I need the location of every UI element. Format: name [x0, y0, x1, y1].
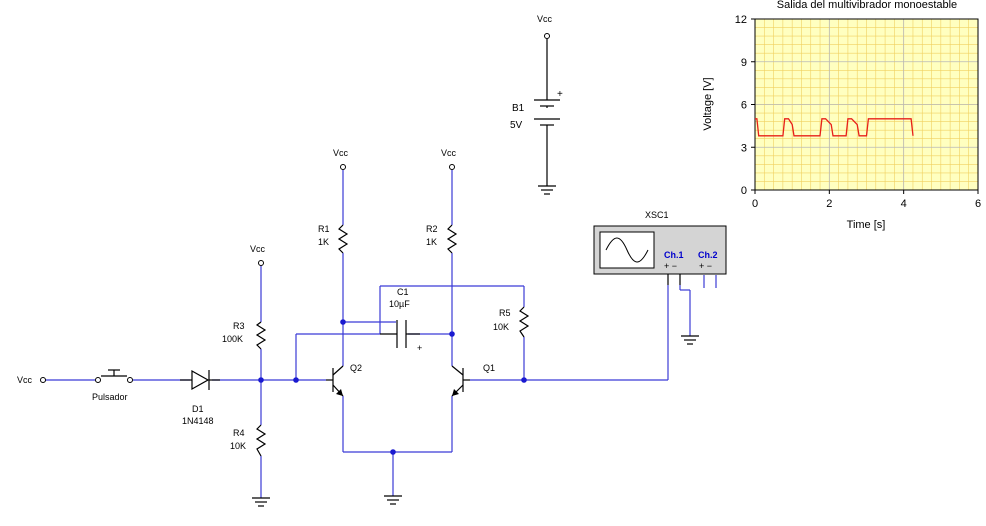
capacitor-c1[interactable]: C1 10µF +	[380, 287, 422, 353]
r4-value: 10K	[230, 441, 246, 451]
x-axis-label: Time [s]	[847, 219, 886, 231]
y-tick-label: 12	[735, 14, 747, 26]
ground-scope	[681, 335, 699, 345]
battery-plus-sign: +	[557, 89, 563, 100]
vcc-label-r1: Vcc	[333, 148, 349, 158]
vcc-r2: Vcc	[441, 148, 457, 170]
oscilloscope-xsc1[interactable]: XSC1 Ch.1 Ch.2 + − + −	[593, 210, 727, 285]
scope-ch1-polarity: + −	[664, 261, 677, 271]
vcc-label-battery: Vcc	[537, 14, 553, 24]
r5-name: R5	[499, 308, 511, 318]
scope-ch2-polarity: + −	[699, 261, 712, 271]
y-tick-label: 9	[741, 57, 747, 69]
junction-nodes	[258, 319, 527, 455]
diode-name: D1	[192, 404, 204, 414]
output-chart: Salida del multivibrador monoestable 0 3 6…	[702, 0, 981, 231]
y-tick-label: 0	[741, 185, 747, 197]
resistor-r4[interactable]: R4 10K	[230, 424, 267, 457]
y-ticks: 0 3 6 9 12	[735, 14, 755, 197]
vcc-terminal-battery	[544, 33, 550, 39]
switch-name: Pulsador	[92, 392, 128, 402]
chart-title: Salida del multivibrador monoestable	[777, 0, 957, 11]
r2-name: R2	[426, 224, 438, 234]
vcc-r3: Vcc	[250, 244, 266, 266]
scope-ch1-label: Ch.1	[664, 250, 684, 260]
r1-name: R1	[318, 224, 330, 234]
scope-ch2-label: Ch.2	[698, 250, 718, 260]
c1-plus: +	[417, 343, 422, 353]
wires	[43, 170, 717, 498]
r4-name: R4	[233, 428, 245, 438]
input-vcc: Vcc	[17, 375, 46, 385]
ground-r4	[252, 497, 270, 507]
x-ticks: 0 2 4 6	[752, 190, 981, 210]
c1-value: 10µF	[389, 299, 410, 309]
resistor-r3[interactable]: R3 100K	[222, 321, 267, 350]
transistor-q2[interactable]: Q2	[326, 363, 362, 397]
resistor-r2[interactable]: R2 1K	[426, 224, 458, 254]
vcc-label-r2: Vcc	[441, 148, 457, 158]
ground-emitters	[384, 495, 402, 505]
battery-value: 5V	[510, 120, 523, 131]
r3-name: R3	[233, 321, 245, 331]
battery-b1[interactable]: Vcc + B1 5V	[510, 14, 563, 195]
c1-name: C1	[397, 287, 409, 297]
r5-value: 10K	[493, 322, 509, 332]
pushbutton-switch[interactable]: Pulsador	[92, 369, 133, 402]
x-tick-label: 6	[975, 198, 981, 210]
resistor-r5[interactable]: R5 10K	[493, 306, 530, 338]
battery-name: B1	[512, 103, 525, 114]
scope-name: XSC1	[645, 210, 669, 220]
y-tick-label: 6	[741, 100, 747, 112]
diode-d1[interactable]: D1 1N4148	[180, 369, 220, 426]
r3-value: 100K	[222, 334, 243, 344]
series-line-output	[755, 118, 914, 137]
series-group	[755, 118, 914, 137]
diode-value: 1N4148	[182, 416, 214, 426]
x-tick-label: 4	[901, 198, 907, 210]
x-tick-label: 0	[752, 198, 758, 210]
vcc-r1: Vcc	[333, 148, 349, 170]
r1-value: 1K	[318, 237, 329, 247]
y-tick-label: 3	[741, 142, 747, 154]
q1-name: Q1	[483, 363, 495, 373]
y-axis-label: Voltage [V]	[702, 77, 714, 130]
r2-value: 1K	[426, 237, 437, 247]
transistor-q1[interactable]: Q1	[451, 363, 495, 397]
resistor-r1[interactable]: R1 1K	[318, 224, 349, 254]
vcc-label-r3: Vcc	[250, 244, 266, 254]
vcc-label-input: Vcc	[17, 375, 33, 385]
q2-name: Q2	[350, 363, 362, 373]
x-tick-label: 2	[826, 198, 832, 210]
